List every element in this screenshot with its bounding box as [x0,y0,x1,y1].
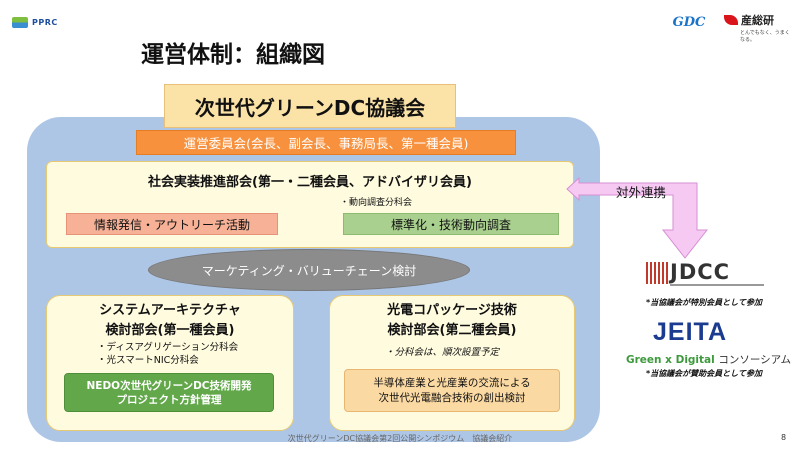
opto-division-title-line2: 検討部会(第二種会員) [387,323,517,338]
jeita-note: *当協議会が賛助会員として参加 [646,369,762,378]
pprc-logo-text: PPRC [32,18,58,27]
exchange-line1: 半導体産業と光産業の交流による [373,376,531,389]
smart-nic-subcommittee: ・光スマートNIC分科会 [97,355,199,366]
research-subcommittee: ・動向調査分科会 [340,198,413,208]
jdcc-logo-text: JDCC [670,260,731,284]
green-digital-text: Green x Digital [626,354,715,366]
opto-division-title-line1: 光電コパッケージ技術 [387,303,517,318]
nedo-project-box: NEDO次世代グリーンDC技術開発 プロジェクト方針管理 [64,373,274,412]
system-subcommittees: ・ディスアグリゲーション分科会 ・光スマートNIC分科会 [97,341,238,367]
industry-exchange-box: 半導体産業と光産業の交流による 次世代光電融合技術の創出検討 [344,369,560,412]
footer-text: 次世代グリーンDC協議会第2回公開シンポジウム 協議会紹介 [287,434,513,443]
info-outreach-box: 情報発信・アウトリーチ活動 [66,213,278,235]
jdcc-stripes-icon [646,262,668,284]
page-title: 運営体制：組織図 [141,42,325,68]
social-division-title: 社会実装推進部会(第一・二種会員、アドバイザリ会員) [148,175,472,190]
pprc-mark-icon [12,17,28,28]
nedo-line1: NEDO次世代グリーンDC技術開発 [86,379,252,392]
jeita-logo: JEITA [653,318,727,346]
system-division-title-line1: システムアーキテクチャ [99,303,241,318]
pprc-logo: PPRC [12,17,58,28]
steering-committee: 運営委員会(会長、副会長、事務局長、第一種会員) [136,130,516,155]
exchange-line2: 次世代光電融合技術の創出検討 [378,391,526,404]
consortium-text: コンソーシアム [718,354,791,366]
aist-tagline: とんでもなく、うまくなる。 [740,30,790,43]
aist-swoosh-icon [724,15,738,25]
nedo-line2: プロジェクト方針管理 [116,393,222,406]
jdcc-note: *当協議会が特別会員として参加 [646,298,762,307]
external-collaboration-arrow [566,176,709,259]
council-title: 次世代グリーンDC協議会 [164,84,456,128]
opto-division-title: 光電コパッケージ技術 検討部会(第二種会員) [329,301,575,341]
marketing-ellipse: マーケティング・バリューチェーン検討 [148,249,470,291]
jdcc-underline [670,284,764,286]
system-division-title: システムアーキテクチャ 検討部会(第一種会員) [46,301,294,341]
system-division-title-line2: 検討部会(第一種会員) [105,323,235,338]
aist-logo-name: 産総研 [724,12,790,28]
aist-logo-text: 産総研 [741,14,774,27]
jdcc-logo: JDCC [646,260,766,292]
disaggregation-subcommittee: ・ディスアグリゲーション分科会 [97,342,239,353]
page-number: 8 [781,433,787,442]
gdc-logo: GDC [672,14,706,30]
collaboration-arrow-shape [566,176,709,259]
aist-logo: 産総研 とんでもなく、うまくなる。 [724,12,790,43]
standards-survey-box: 標準化・技術動向調査 [343,213,559,235]
opto-subcommittee-note: ・分科会は、順次設置予定 [385,347,500,358]
external-collaboration-label: 対外連携 [616,185,667,200]
green-digital-consortium: Green x Digital コンソーシアム [626,352,791,367]
